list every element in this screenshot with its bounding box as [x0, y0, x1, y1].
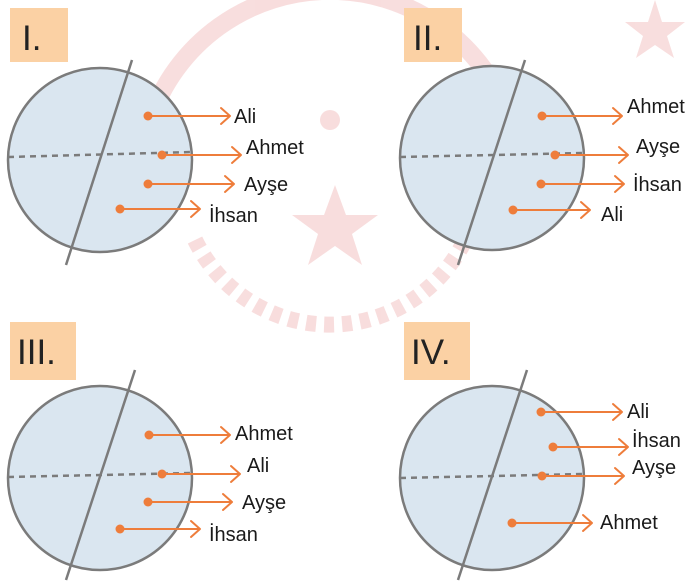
arrow-head: [220, 107, 231, 125]
arrow-head: [580, 201, 591, 219]
person-label: Ahmet: [627, 96, 685, 118]
arrow-head: [612, 403, 623, 421]
numeral-label: I.: [22, 19, 41, 58]
arrow-head: [230, 465, 241, 483]
person-label: Ayşe: [244, 174, 288, 196]
person-marker: Ahmet: [144, 423, 293, 445]
person-label: İhsan: [209, 523, 258, 546]
person-marker: Ali: [157, 455, 269, 483]
earth-axis: [456, 369, 529, 581]
numeral-label: II.: [413, 19, 442, 58]
arrow-head: [612, 107, 623, 125]
panel-3: III. Ahmet Ali Ayşe İhsan: [6, 322, 293, 581]
watermark-emblem: [141, 0, 685, 333]
person-label: Ayşe: [636, 136, 680, 158]
person-marker: Ahmet: [507, 512, 658, 534]
person-label: Ayşe: [632, 457, 676, 479]
person-label: Ahmet: [246, 137, 304, 159]
person-label: Ali: [234, 106, 256, 128]
watermark-arc: [141, 0, 519, 123]
person-marker: İhsan: [115, 520, 258, 546]
watermark-star: [292, 185, 378, 265]
arrow-head: [614, 175, 625, 193]
person-label: Ahmet: [600, 512, 658, 534]
arrow-head: [224, 175, 235, 193]
watermark-dot: [320, 110, 340, 130]
person-label: Ali: [627, 401, 649, 423]
equator-line: [7, 150, 193, 159]
person-label: Ali: [601, 204, 623, 226]
arrow-head: [222, 493, 233, 511]
person-label: Ali: [247, 455, 269, 477]
arrow-head: [582, 514, 593, 532]
numeral-badge: [404, 8, 462, 62]
watermark-star-right: [625, 0, 685, 58]
person-label: İhsan: [633, 173, 682, 196]
panel-2: II. Ahmet Ayşe İhsan Ali: [398, 8, 685, 266]
person-marker: İhsan: [548, 429, 681, 456]
earth-axis: [456, 59, 527, 266]
arrow-head: [190, 200, 201, 218]
arrow-head: [190, 520, 201, 538]
numeral-badge: [10, 8, 68, 62]
arrow-head: [618, 146, 629, 164]
person-label: Ayşe: [242, 492, 286, 514]
person-marker: Ahmet: [157, 137, 304, 164]
person-label: İhsan: [632, 429, 681, 452]
person-marker: Ali: [508, 201, 623, 226]
watermark-rope: [187, 236, 473, 333]
panel-4: IV. Ali İhsan Ayşe Ahmet: [398, 322, 681, 581]
arrow-head: [618, 438, 629, 456]
numeral-label: III.: [17, 333, 56, 372]
arrow-head: [231, 146, 242, 164]
person-marker: Ali: [536, 401, 649, 423]
person-marker: Ali: [143, 106, 256, 128]
person-marker: Ayşe: [143, 174, 288, 196]
person-label: Ahmet: [235, 423, 293, 445]
earth-axis: [64, 59, 134, 266]
person-label: İhsan: [209, 204, 258, 227]
person-marker: İhsan: [115, 200, 258, 227]
person-marker: Ahmet: [537, 96, 685, 125]
arrow-head: [614, 467, 625, 485]
numeral-badge: [10, 322, 76, 380]
earth-axis: [64, 369, 137, 581]
numeral-badge: [404, 322, 470, 380]
person-marker: Ayşe: [143, 492, 286, 514]
person-marker: Ayşe: [537, 457, 676, 485]
panel-1: I. Ali Ahmet Ayşe İhsan: [6, 8, 304, 266]
numeral-label: IV.: [411, 333, 451, 372]
person-marker: Ayşe: [550, 136, 680, 164]
equator-line: [399, 151, 585, 159]
person-marker: İhsan: [536, 173, 682, 196]
arrow-head: [220, 426, 231, 444]
